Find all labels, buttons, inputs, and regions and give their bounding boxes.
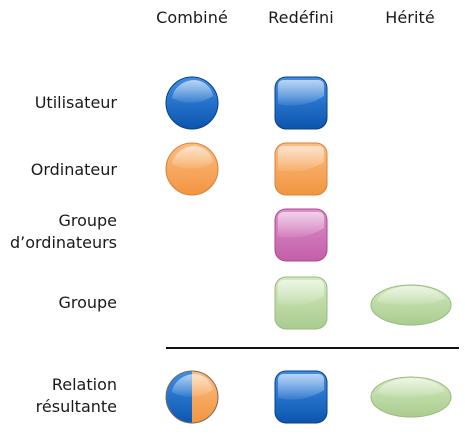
green-rounded-square-icon	[274, 276, 328, 330]
row-label-result-line2: résultante	[35, 397, 117, 416]
row-label-user-text: Utilisateur	[34, 93, 117, 112]
orange-rounded-square-icon	[274, 142, 328, 196]
row-label-computer: Ordinateur	[31, 159, 117, 181]
split-blue-orange-circle-icon	[165, 370, 219, 424]
row-label-group: Groupe	[58, 292, 117, 314]
row-label-computer-text: Ordinateur	[30, 160, 117, 179]
row-label-computer-group: Groupe d’ordinateurs	[10, 210, 117, 254]
blue-rounded-square-icon	[274, 76, 328, 130]
green-ellipse-icon	[370, 284, 452, 326]
column-header-combined: Combiné	[156, 8, 228, 27]
row-label-computer-group-line2: d’ordinateurs	[9, 233, 117, 252]
row-label-group-text: Groupe	[58, 293, 117, 312]
row-label-computer-group-line1: Groupe	[58, 211, 117, 230]
orange-circle-icon	[165, 142, 219, 196]
pink-rounded-square-icon	[274, 208, 328, 262]
column-header-inherited: Hérité	[385, 8, 435, 27]
blue-circle-icon	[165, 76, 219, 130]
green-ellipse-icon	[370, 376, 452, 418]
blue-rounded-square-icon	[274, 370, 328, 424]
column-header-redefined: Redéfini	[268, 8, 334, 27]
result-divider	[166, 347, 459, 349]
row-label-result-line1: Relation	[51, 375, 117, 394]
row-label-result: Relation résultante	[36, 374, 117, 418]
row-label-user: Utilisateur	[35, 92, 117, 114]
